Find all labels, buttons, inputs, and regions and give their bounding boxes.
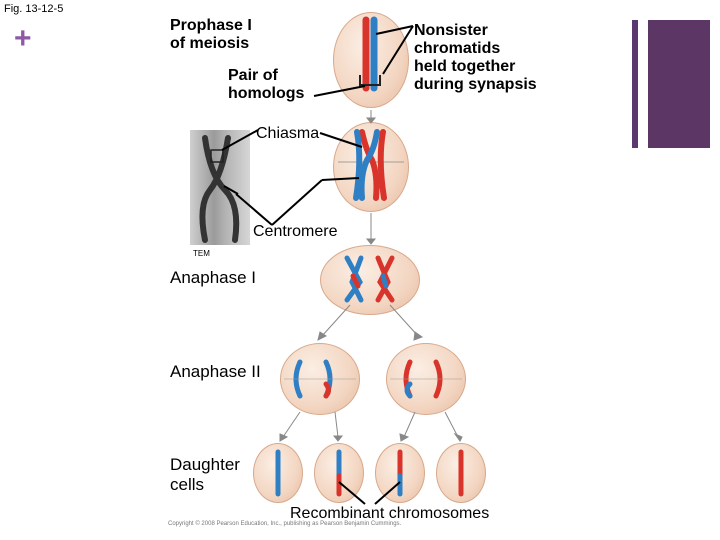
- copyright-text: Copyright © 2008 Pearson Education, Inc.…: [168, 521, 402, 527]
- synapsis-bracket: [359, 75, 381, 86]
- daughter-cells-label: Daughter cells: [170, 455, 240, 495]
- accent-bar-thin: [632, 20, 638, 148]
- pair-of-homologs-label: Pair of homologs: [228, 67, 304, 103]
- chiasma-label: Chiasma: [256, 125, 320, 142]
- nonsister-label-line4: during synapsis: [414, 76, 537, 93]
- centromere-label: Centromere: [253, 223, 338, 240]
- nonsister-label-line1: Nonsister: [414, 22, 488, 39]
- prophase-chromosomes: [362, 16, 378, 92]
- anaphase1-cell: [320, 245, 420, 315]
- figure-number: Fig. 13-12-5: [4, 3, 64, 15]
- plus-icon: +: [14, 22, 32, 55]
- nonsister-label-line3: held together: [414, 58, 516, 75]
- tem-chromosome: [199, 135, 240, 243]
- anaphase1-chromosomes: [344, 255, 395, 303]
- leader-lines: [221, 25, 414, 505]
- nonsister-label-line2: chromatids: [414, 40, 501, 57]
- daughter-label-line2: cells: [170, 475, 205, 494]
- tem-label: TEM: [193, 249, 210, 258]
- stage-arrows: [279, 110, 463, 442]
- prophase-label-line2: of meiosis: [170, 35, 250, 52]
- pair-label-line1: Pair of: [228, 67, 278, 84]
- daughter-label-line1: Daughter: [170, 455, 240, 474]
- prophase-label-line1: Prophase I: [170, 17, 252, 34]
- chiasma-cell: [333, 122, 409, 212]
- tem-chiasma-box: [210, 149, 224, 163]
- nonsister-chromatids-label: Nonsister chromatids held together durin…: [414, 22, 537, 94]
- anaphase2-chromosomes: [293, 359, 443, 399]
- anaphase1-label: Anaphase I: [170, 268, 257, 287]
- prophase-label: Prophase I of meiosis: [170, 17, 252, 53]
- accent-bar-wide: [648, 20, 710, 148]
- pair-label-line2: homologs: [228, 85, 305, 102]
- recombinant-chromosomes-label: Recombinant chromosomes: [290, 505, 490, 522]
- chiasma-chromosomes: [353, 129, 387, 201]
- daughter-chromosomes: [275, 449, 464, 497]
- anaphase2-label: Anaphase II: [170, 362, 261, 381]
